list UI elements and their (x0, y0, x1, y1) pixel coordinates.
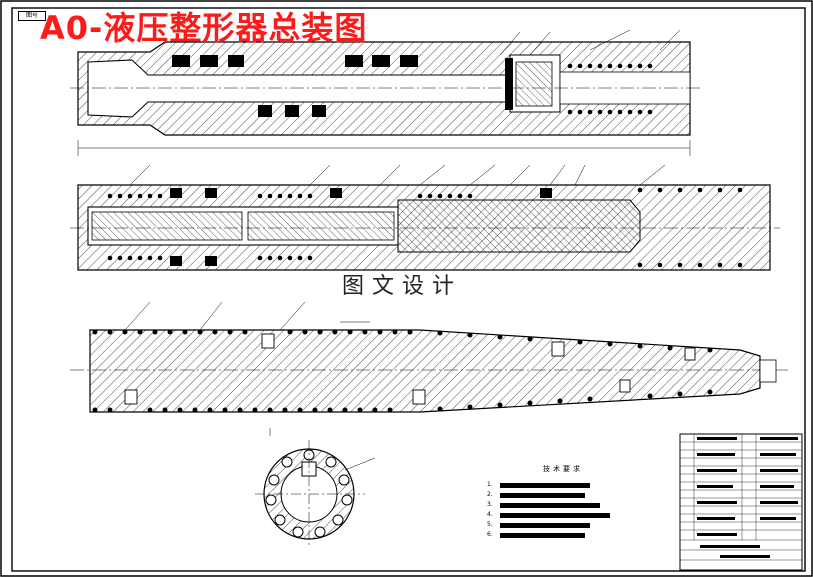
tech-requirements-title: 技术要求 (543, 465, 583, 473)
tech-item: 3. (487, 501, 493, 508)
tech-requirements-list: 1. 2. 3. 4. 5. 6. (487, 480, 493, 540)
inner-border (11, 7, 806, 572)
drawing-number-tag: 图号 (18, 11, 46, 21)
tech-item: 5. (487, 521, 493, 528)
tech-item: 2. (487, 491, 493, 498)
tech-requirement-lines (500, 483, 610, 538)
section-view-2 (70, 164, 780, 271)
section-view-1 (70, 29, 700, 156)
tech-item: 6. (487, 531, 493, 538)
cross-section-view (255, 440, 376, 548)
section-view-3 (70, 301, 790, 436)
tech-item: 1. (487, 481, 493, 488)
title-block (679, 433, 803, 571)
tech-item: 4. (487, 511, 493, 518)
drawing-title: A0-液压整形器总装图 (40, 9, 368, 47)
watermark-text: 图文设计 (330, 272, 475, 302)
